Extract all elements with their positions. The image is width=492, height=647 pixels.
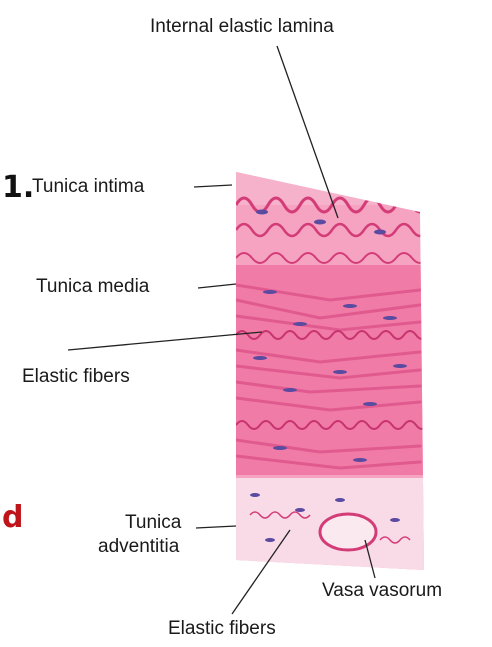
leader-tunica-intima — [194, 185, 232, 187]
label-elastic-fibers-bottom: Elastic fibers — [168, 618, 276, 640]
label-tunica-adventitia-line2: adventitia — [98, 536, 179, 558]
leader-elastic-fibers-left — [68, 332, 262, 350]
label-vasa-vasorum: Vasa vasorum — [322, 580, 442, 602]
cropped-red-text-fragment: d — [2, 500, 23, 535]
tunica-intima-region — [230, 165, 430, 205]
label-elastic-fibers-left: Elastic fibers — [22, 366, 130, 388]
artery-wall-tissue — [230, 165, 430, 578]
vasa-vasorum-vessel — [320, 514, 376, 550]
cropped-text-fragment: 1. — [2, 170, 34, 205]
label-tunica-intima: Tunica intima — [32, 176, 144, 198]
leader-tunica-adventitia — [196, 526, 236, 528]
label-internal-elastic-lamina: Internal elastic lamina — [150, 16, 334, 38]
label-tunica-media: Tunica media — [36, 276, 149, 298]
leader-tunica-media — [198, 284, 236, 288]
label-tunica-adventitia-line1: Tunica — [125, 512, 181, 534]
